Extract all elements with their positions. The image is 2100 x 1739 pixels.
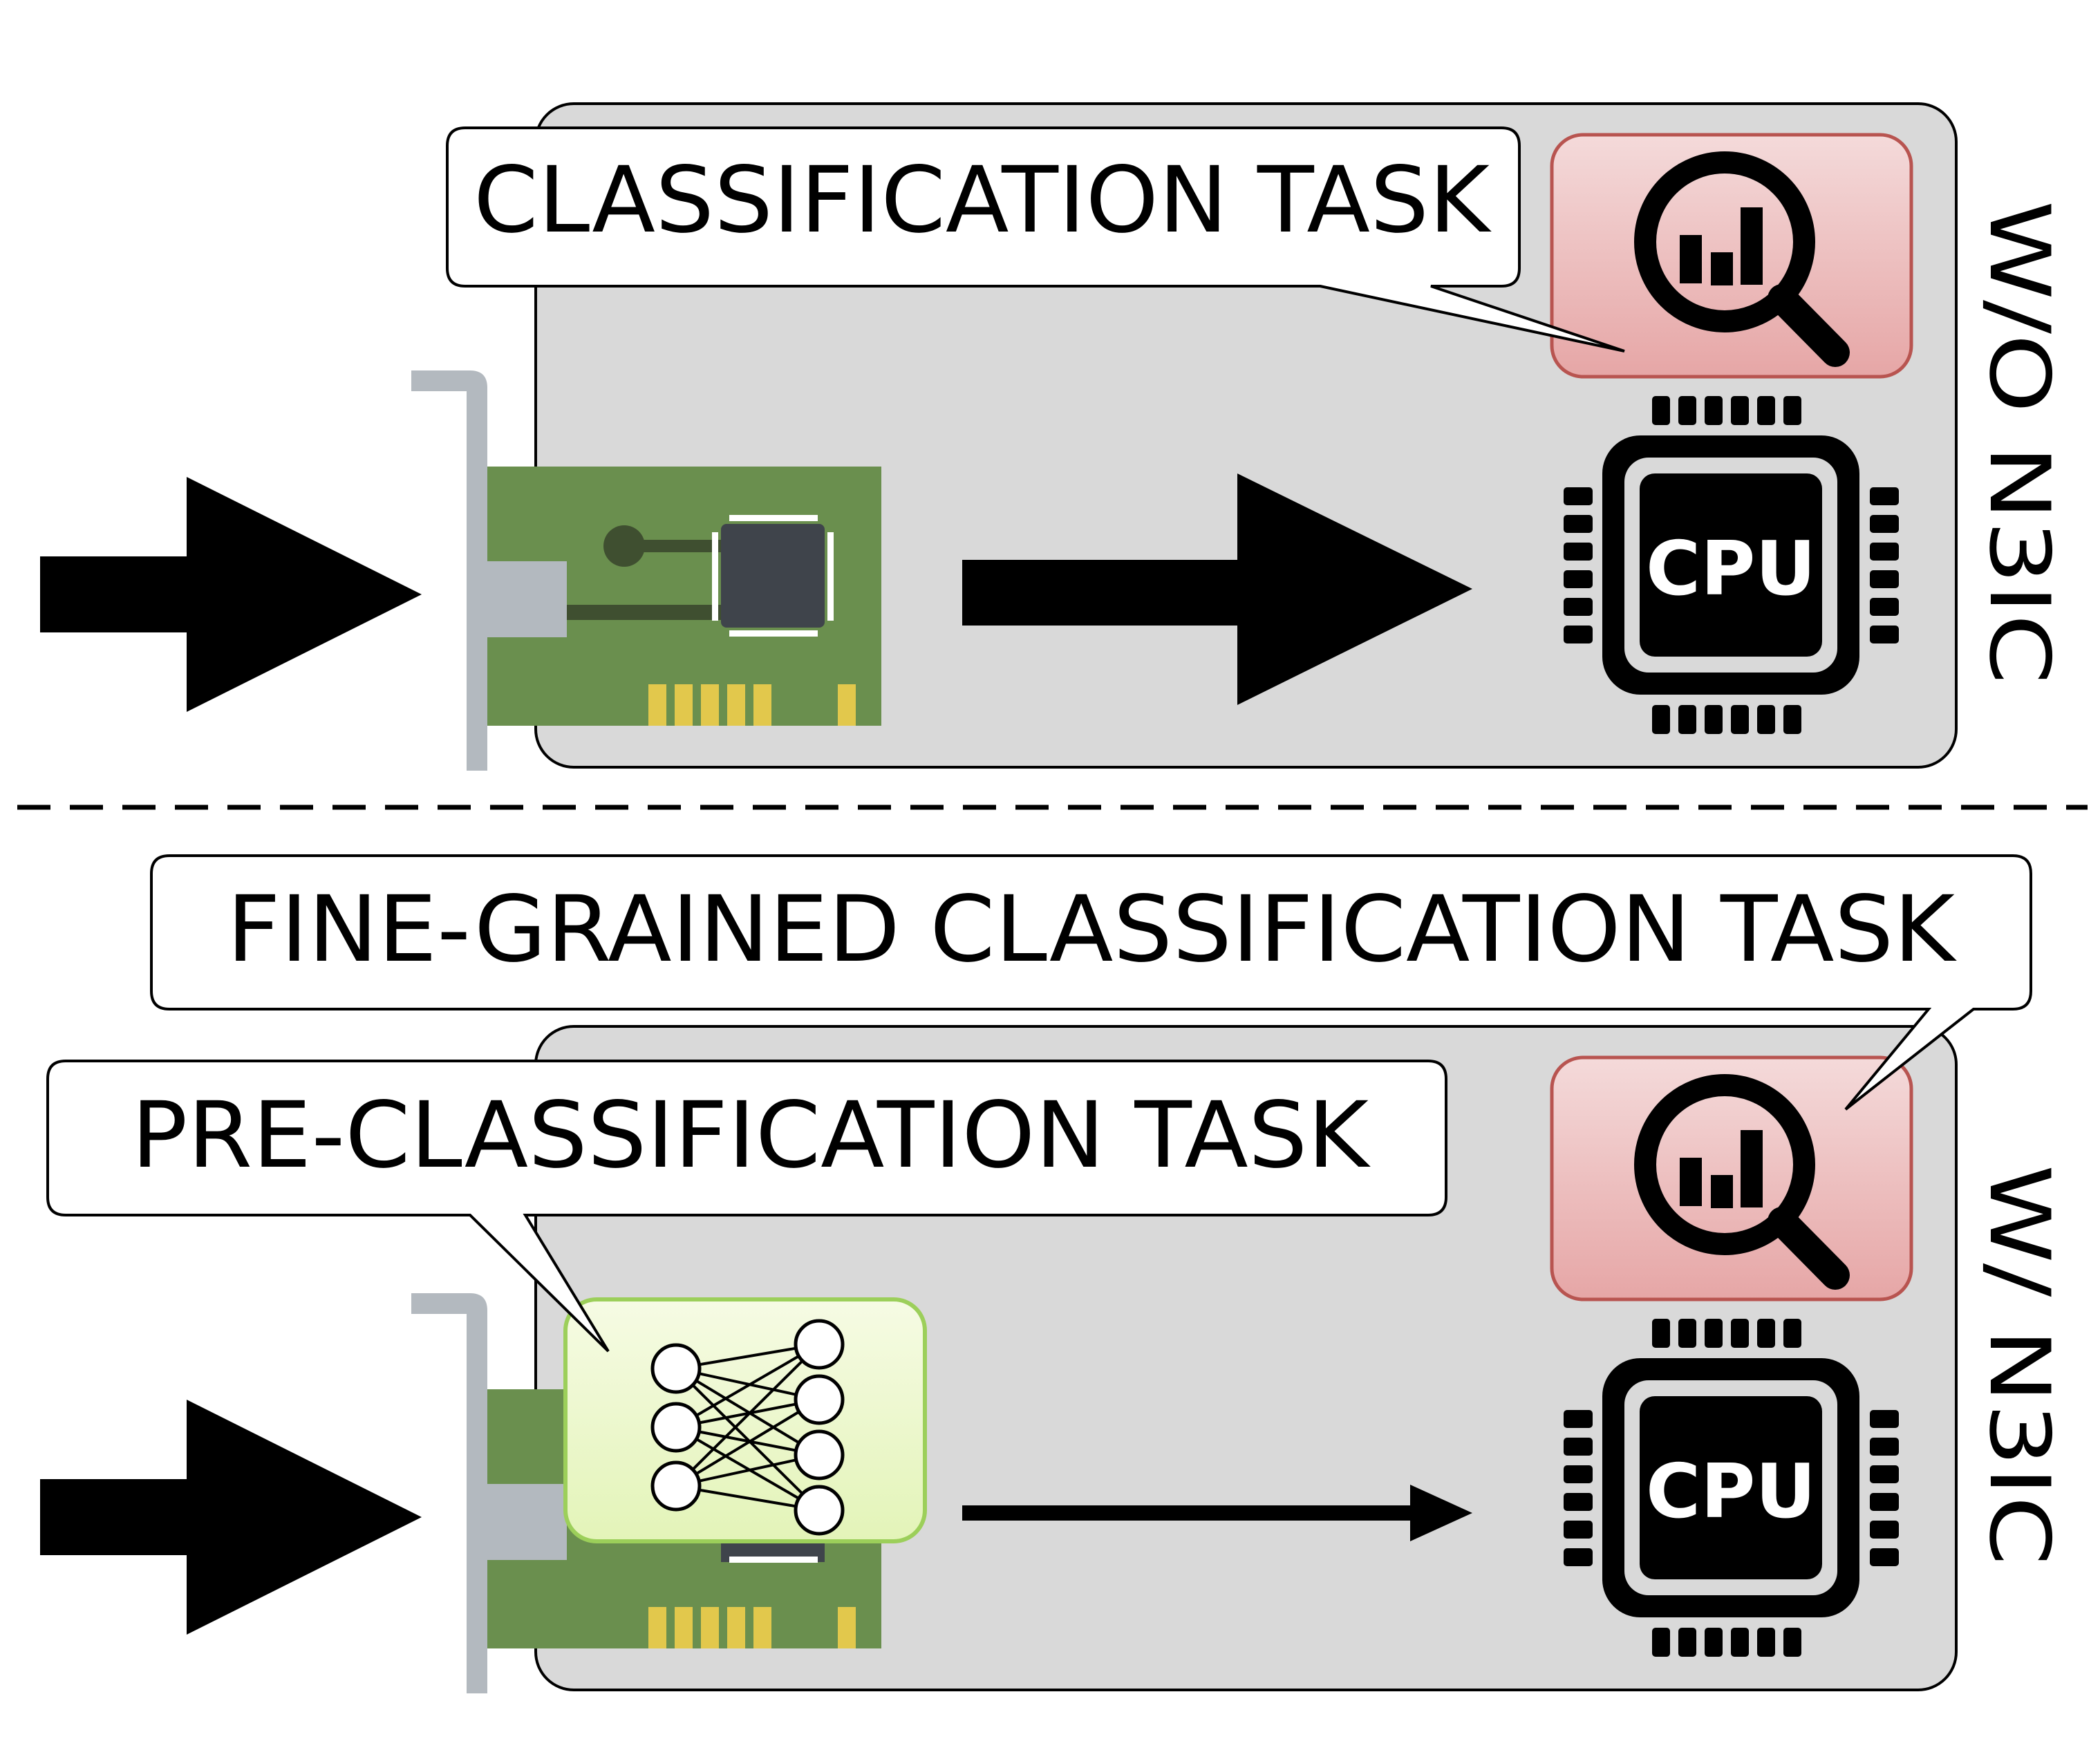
host-traffic-arrow (962, 473, 1472, 705)
bottom-panel: CPU FINE-GRAINED CLASSIFICATION TASK PRE… (40, 854, 2067, 1693)
with-n3ic-label: W/ N3IC (1971, 1165, 2067, 1566)
fine-grained-classification-label: FINE-GRAINED CLASSIFICATION TASK (227, 876, 1958, 983)
cpu-icon: CPU (1564, 396, 1899, 734)
nic-card-icon (411, 370, 881, 771)
without-n3ic-label: W/O N3IC (1971, 200, 2067, 684)
cpu-label: CPU (1646, 1449, 1816, 1535)
neural-network-icon (563, 1297, 927, 1543)
cpu-label: CPU (1646, 526, 1816, 612)
pre-classification-label: PRE-CLASSIFICATION TASK (131, 1082, 1371, 1189)
microchip-icon (712, 515, 834, 637)
analytics-magnifier-icon (1550, 1055, 1913, 1301)
analytics-magnifier-icon (1550, 133, 1913, 379)
fine-grained-classification-callout: FINE-GRAINED CLASSIFICATION TASK (150, 854, 2032, 1111)
cpu-icon: CPU (1564, 1319, 1899, 1657)
input-traffic-arrow (40, 1400, 422, 1635)
top-panel: CPU CLASSIFICATION TASK W/O N3IC (40, 102, 2067, 771)
input-traffic-arrow (40, 477, 422, 712)
classification-task-label: CLASSIFICATION TASK (474, 147, 1492, 254)
classification-task-callout: CLASSIFICATION TASK (446, 126, 1625, 352)
pre-classification-callout: PRE-CLASSIFICATION TASK (46, 1060, 1447, 1353)
reduced-traffic-arrow (962, 1485, 1472, 1541)
